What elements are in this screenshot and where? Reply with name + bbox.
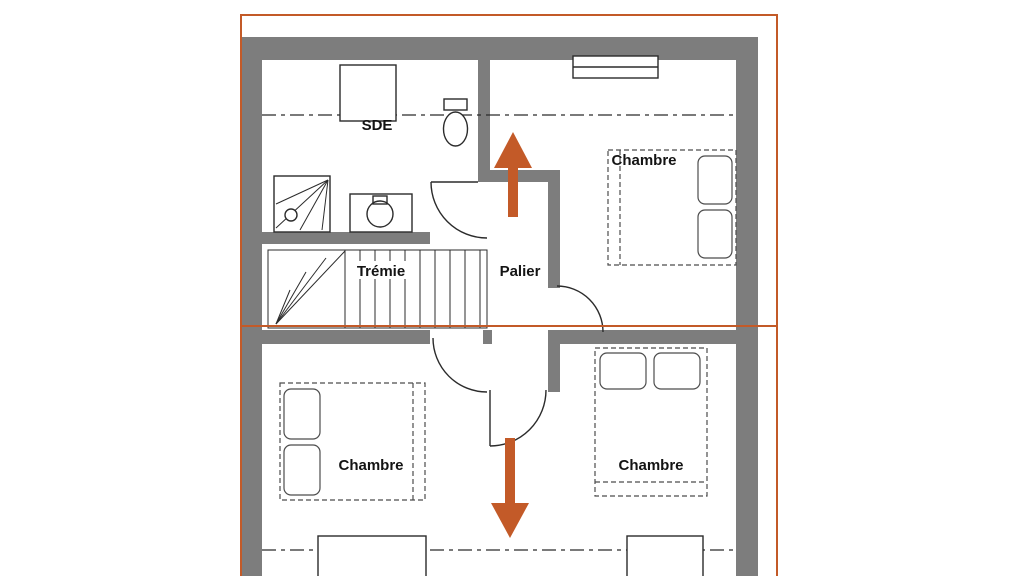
room-palier: Palier [500,263,541,280]
stair-treads [275,250,481,328]
label-tremie: Trémie [357,263,405,280]
label-chambre-se: Chambre [618,457,683,474]
washbasin-bowl [366,200,394,228]
room-sde: SDE [273,64,469,233]
toilet-bowl [442,111,469,147]
stair-winder [275,289,291,325]
toilet-tank [443,98,468,111]
shower-hatch-1 [275,179,329,205]
bed-frame [594,347,708,497]
room-chambre-se: Chambre [594,347,708,576]
wall-partition-ne [478,60,490,172]
washbasin-tap [372,195,388,205]
down-arrow-head [491,503,529,538]
room-chambre-ne: Chambre [572,55,737,266]
down-arrow-shaft [505,438,515,505]
bed-frame [607,149,737,266]
pillow [283,388,321,440]
stair-winder [275,257,327,325]
staircase-tremie: Trémie [267,249,488,329]
bed-frame [279,382,426,501]
bed-sw [279,382,426,501]
bed-ne [607,149,737,266]
shower-hatch-3 [299,179,329,231]
roof-window-se [626,535,704,576]
shower [273,175,331,233]
window-ne [572,55,659,79]
direction-arrows [491,132,532,538]
wall-mid-right [548,330,736,344]
label-sde: SDE [362,117,393,134]
wall-mid-pier [483,330,492,344]
toilet [442,98,469,147]
wall-outer-left [240,37,262,576]
label-chambre-sw: Chambre [338,457,403,474]
shower-drain [284,208,298,222]
stair-winder [275,271,307,325]
shower-hatch-2 [275,179,329,229]
door-arc-chambre-sw [432,337,488,393]
pillow [283,444,321,496]
wall-se-left-stub [548,344,560,392]
stair-winder [275,250,346,325]
label-palier: Palier [500,263,541,280]
pillow [599,352,647,390]
section-lines [240,14,778,576]
wall-outer-right [736,37,758,576]
stair-outline [267,249,488,329]
roof-window-sw [317,535,427,576]
wall-sde-bottom [262,232,430,244]
up-arrow-shaft [508,165,518,217]
door-arc-sde [430,181,488,239]
wall-partition-jog [478,170,560,182]
walls [240,37,758,576]
pillow [697,155,733,205]
wall-outer-top [240,37,758,60]
label-mask-tremie [350,261,412,279]
roof-window-sde [339,64,397,122]
pillow [653,352,701,390]
label-chambre-ne: Chambre [611,152,676,169]
down-arrow-icon [491,438,529,538]
door-arc-chambre-ne [556,285,604,333]
pillow [697,209,733,259]
up-arrow-icon [494,132,532,217]
bed-se [594,347,708,497]
room-chambre-sw: Chambre [279,382,427,576]
doors [430,181,604,447]
wall-mid-left [262,330,430,344]
shower-hatch-4 [321,179,329,231]
washbasin [349,193,413,233]
wall-palier-right [548,170,560,288]
door-arc-chambre-se [489,389,547,447]
up-arrow-head [494,132,532,168]
